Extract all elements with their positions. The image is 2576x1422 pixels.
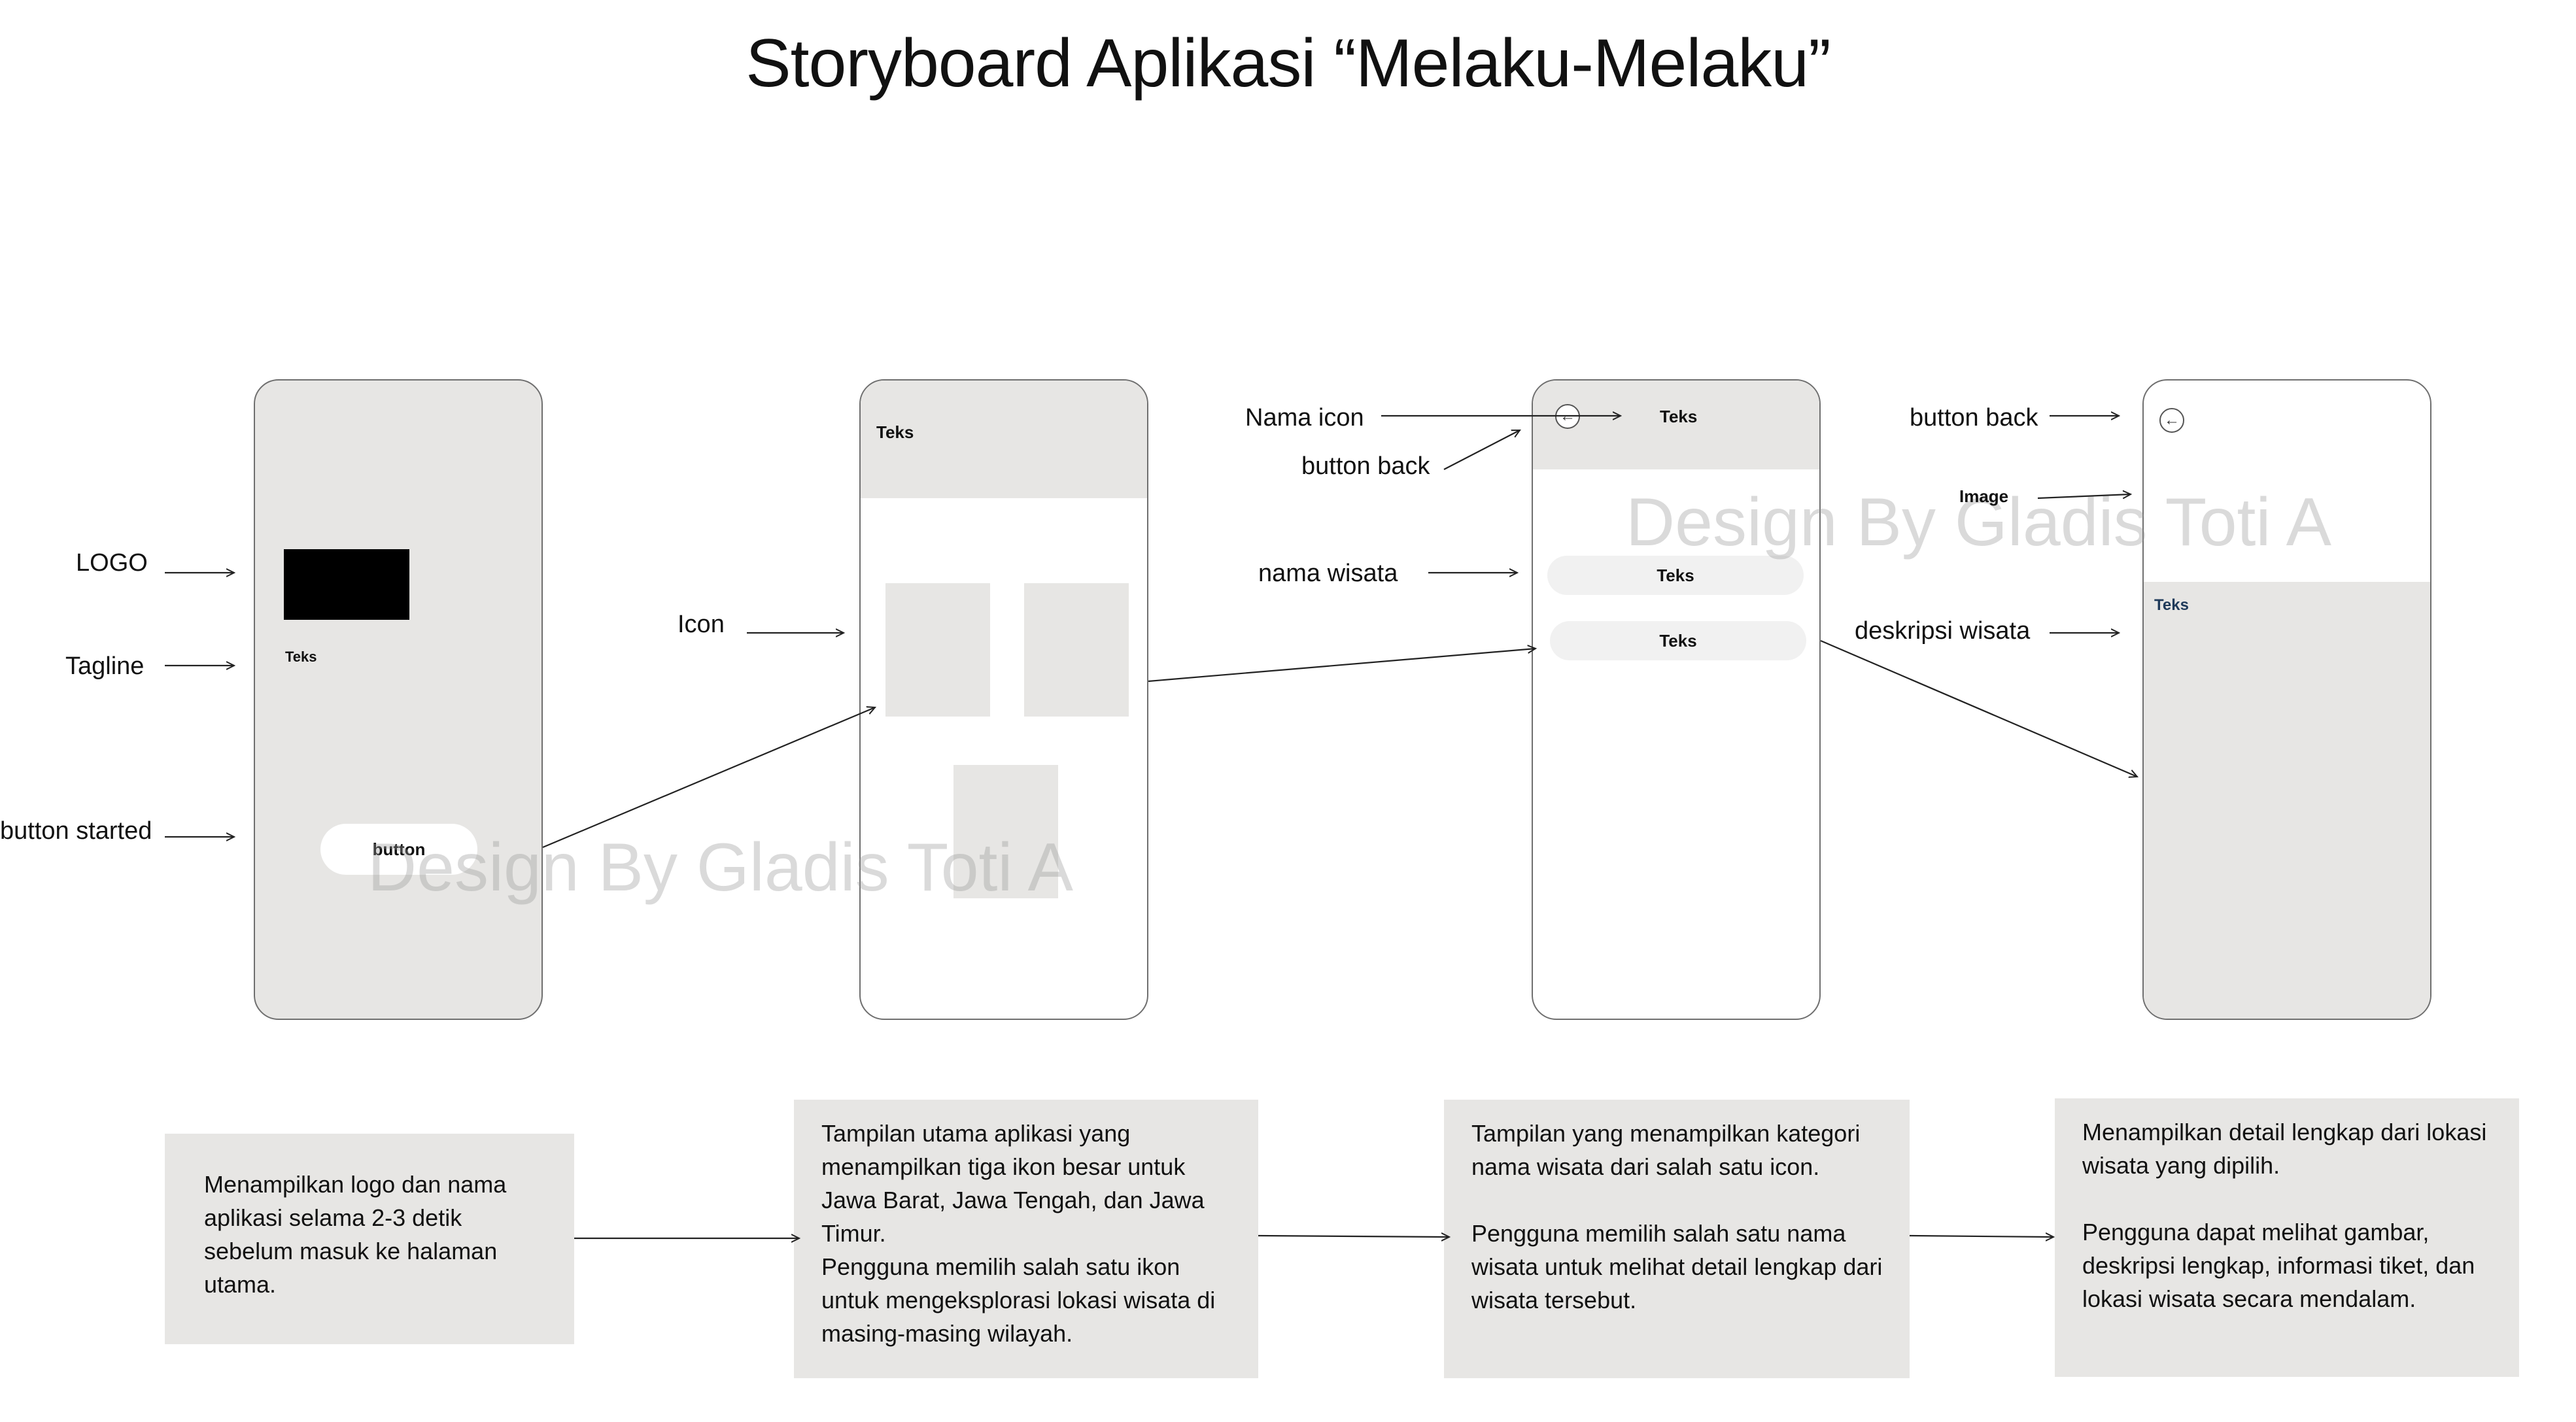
screen-detail: ← Teks [2142, 379, 2431, 1020]
wisata-item-1[interactable]: Teks [1547, 556, 1804, 595]
label-tagline: Tagline [65, 652, 145, 680]
arrow-image [2037, 494, 2131, 498]
note-category-text: Tampilan yang menampilkan kategori nama … [1471, 1120, 1883, 1313]
label-button-started: button started [0, 817, 152, 845]
region-icon-jawa-tengah[interactable] [1024, 583, 1129, 717]
screen-home: Teks [859, 379, 1148, 1020]
note-home-text: Tampilan utama aplikasi yang menampilkan… [821, 1120, 1216, 1347]
logo-placeholder [284, 549, 409, 620]
screen-splash: Teks button [254, 379, 543, 1020]
watermark: Design By Gladis Toti A [1626, 484, 2332, 560]
tagline-text: Teks [285, 649, 317, 665]
note-home: Tampilan utama aplikasi yang menampilkan… [794, 1100, 1258, 1378]
back-icon[interactable]: ← [2159, 408, 2184, 433]
note-detail-text: Menampilkan detail lengkap dari lokasi w… [2082, 1119, 2487, 1312]
category-header [1533, 381, 1819, 469]
label-image: Image [1959, 486, 2009, 506]
label-logo: LOGO [76, 549, 148, 577]
home-header-text: Teks [876, 422, 914, 442]
label-nama-icon: Nama icon [1245, 404, 1364, 432]
arrow-note-3-4 [1909, 1236, 2053, 1237]
note-splash-text: Menampilkan logo dan nama aplikasi selam… [204, 1171, 507, 1298]
label-button-back-detail: button back [1910, 404, 2038, 432]
label-deskripsi-wisata: deskripsi wisata [1855, 617, 2031, 645]
start-button[interactable]: button [320, 824, 477, 875]
arrow-splash-to-home [542, 707, 875, 849]
arrow-category-to-detail [1820, 639, 2137, 777]
note-detail: Menampilkan detail lengkap dari lokasi w… [2055, 1098, 2519, 1377]
region-icon-jawa-timur[interactable] [953, 765, 1058, 898]
detail-description-text: Teks [2154, 596, 2189, 614]
label-button-back: button back [1301, 452, 1430, 480]
detail-description-area [2144, 582, 2430, 1019]
label-icon: Icon [678, 611, 725, 638]
arrow-home-to-category [1148, 649, 1536, 683]
label-nama-wisata: nama wisata [1258, 560, 1398, 587]
category-header-text: Teks [1660, 407, 1698, 426]
home-header [861, 381, 1147, 498]
region-icon-jawa-barat[interactable] [885, 583, 990, 717]
arrow-note-2-3 [1258, 1236, 1449, 1237]
note-category: Tampilan yang menampilkan kategori nama … [1444, 1100, 1910, 1378]
page-title: Storyboard Aplikasi “Melaku-Melaku” [746, 25, 1831, 101]
wisata-item-2[interactable]: Teks [1550, 621, 1806, 660]
watermark: Design By Gladis Toti A [368, 830, 1074, 906]
screen-category: ← Teks Teks Teks [1532, 379, 1821, 1020]
arrow-button-back [1443, 430, 1520, 470]
note-splash: Menampilkan logo dan nama aplikasi selam… [165, 1134, 574, 1344]
